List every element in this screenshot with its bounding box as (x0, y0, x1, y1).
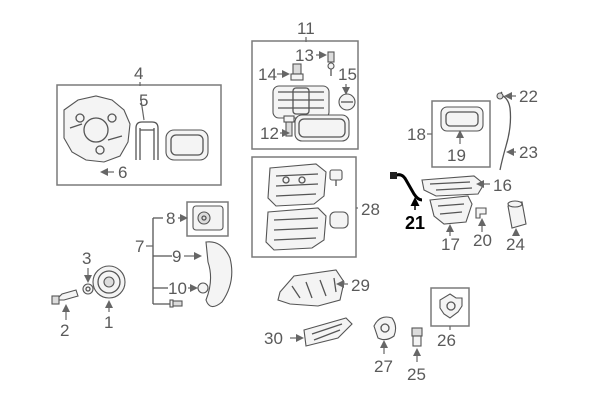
sensor-13-part[interactable] (327, 51, 335, 76)
callout-28: 28 (361, 200, 380, 219)
callout-3: 3 (82, 249, 91, 268)
callout-6: 6 (118, 163, 127, 182)
callout-2: 2 (60, 321, 69, 340)
cylinder-head-upper-part[interactable] (267, 163, 327, 207)
sensor-28a-part[interactable] (329, 169, 343, 186)
oil-pickup-tube-part[interactable] (390, 172, 423, 202)
crankshaft-washer-part[interactable] (82, 283, 94, 295)
group-box-cylinder-head (251, 156, 357, 258)
callout-13: 13 (295, 46, 314, 65)
callout-26: 26 (437, 331, 456, 350)
bolt-14-part[interactable] (290, 63, 304, 81)
intake-plenum-part[interactable] (272, 85, 330, 119)
callout-11: 11 (297, 19, 315, 38)
oil-pan-lower-part[interactable] (429, 195, 473, 225)
callout-30: 30 (264, 329, 283, 348)
cap-15-part[interactable] (338, 93, 356, 111)
gasket-28b-part[interactable] (329, 211, 349, 229)
callout-9: 9 (172, 247, 181, 266)
tensioner-bracket-part[interactable] (192, 205, 224, 231)
leader-5 (140, 99, 145, 121)
group-box-timing-cover (56, 84, 222, 186)
callout-21: 21 (405, 213, 425, 233)
valve-cover-gasket-part[interactable] (294, 114, 350, 142)
heat-shield-part[interactable] (303, 317, 353, 347)
callout-12: 12 (260, 124, 279, 143)
callout-10: 10 (168, 279, 187, 298)
crankshaft-bolt-part[interactable] (51, 289, 79, 305)
cylinder-head-lower-part[interactable] (265, 207, 327, 251)
sensor-bracket-part[interactable] (373, 316, 397, 341)
dipstick-part[interactable] (496, 91, 512, 171)
gasket-26-part[interactable] (439, 293, 463, 319)
idler-bolt-part[interactable] (169, 299, 183, 308)
callout-22: 22 (519, 87, 538, 106)
timing-cover-gasket-part[interactable] (135, 121, 159, 160)
callout-14: 14 (258, 65, 277, 84)
callout-27: 27 (374, 357, 393, 376)
oil-pan-gasket-small-part[interactable] (165, 129, 209, 161)
callout-19: 19 (447, 146, 466, 165)
oil-pressure-sender-part[interactable] (411, 327, 423, 347)
callout-15: 15 (338, 65, 357, 84)
timing-cover-part[interactable] (63, 95, 131, 163)
oil-pan-upper-part[interactable] (421, 175, 485, 197)
callout-1: 1 (104, 313, 113, 332)
exhaust-manifold-part[interactable] (277, 269, 345, 307)
callout-18: 18 (407, 125, 426, 144)
idler-pulley-part[interactable] (197, 282, 209, 294)
group-7-bracket-lines (152, 217, 172, 305)
callout-5: 5 (139, 91, 148, 110)
callout-25: 25 (407, 365, 426, 384)
callout-8: 8 (166, 209, 175, 228)
crankshaft-pulley-part[interactable] (92, 265, 126, 299)
oil-filter-part[interactable] (507, 200, 527, 229)
callout-29: 29 (351, 276, 370, 295)
callout-17: 17 (441, 235, 460, 254)
callout-16: 16 (493, 176, 512, 195)
callout-24: 24 (506, 235, 525, 254)
callout-7: 7 (135, 237, 144, 256)
drive-belt-part[interactable] (205, 241, 233, 308)
group-box-intake (251, 40, 359, 150)
callout-20: 20 (473, 231, 492, 250)
oil-pan-gasket-part[interactable] (440, 106, 484, 132)
drain-plug-part[interactable] (475, 207, 487, 219)
callout-4: 4 (134, 64, 143, 83)
callout-23: 23 (519, 143, 538, 162)
